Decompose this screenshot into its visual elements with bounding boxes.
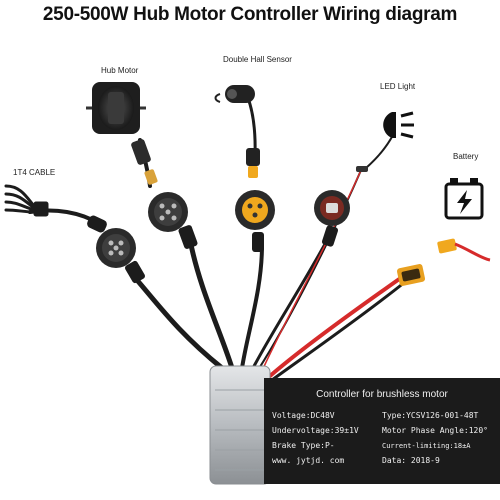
plate-brake-type: Brake Type:P- — [272, 441, 335, 450]
led-light-icon — [356, 111, 414, 172]
plate-type: Type:YCSV126-001-48T — [382, 411, 479, 420]
label-1t4-cable: 1T4 CABLE — [13, 168, 56, 177]
plate-website: www. jytjd. com — [272, 456, 345, 465]
cable-brake — [250, 233, 332, 372]
brake-connector — [314, 190, 350, 247]
plate-heading: Controller for brushless motor — [316, 389, 448, 400]
hub-motor-icon — [86, 82, 158, 185]
wire-battery-black — [270, 280, 407, 382]
cable-hub-motor — [187, 237, 235, 371]
round-connector-1t4 — [96, 228, 145, 284]
label-hall-sensor: Double Hall Sensor — [223, 55, 292, 64]
diagram-title: 250-500W Hub Motor Controller Wiring dia… — [42, 4, 458, 25]
controller-body — [209, 365, 271, 485]
led-lead — [365, 134, 394, 169]
wire-light-red — [261, 167, 363, 372]
label-hub-motor: Hub Motor — [101, 66, 139, 75]
round-connector-hall — [235, 190, 275, 252]
1t4-cable-icon — [4, 184, 107, 233]
cable-1t4 — [127, 269, 225, 371]
plate-date: Data: 2018-9 — [382, 456, 440, 465]
cable-bundle — [28, 96, 407, 382]
controller-spec-plate: Controller for brushless motor Voltage:D… — [264, 378, 500, 484]
cable-hall — [240, 243, 264, 370]
plate-phase-angle: Motor Phase Angle:120° — [382, 426, 488, 435]
battery-icon — [396, 178, 491, 286]
plate-current-limiting: Current-limiting:18±A — [382, 442, 471, 450]
label-battery: Battery — [453, 152, 479, 161]
wire-battery-red — [268, 273, 407, 378]
hall-sensor-icon — [214, 85, 260, 178]
plate-undervoltage: Undervoltage:39±1V — [272, 426, 359, 435]
plate-voltage: Voltage:DC48V — [272, 411, 335, 420]
round-connector-hub-motor — [148, 192, 198, 249]
label-led-light: LED Light — [380, 82, 416, 91]
